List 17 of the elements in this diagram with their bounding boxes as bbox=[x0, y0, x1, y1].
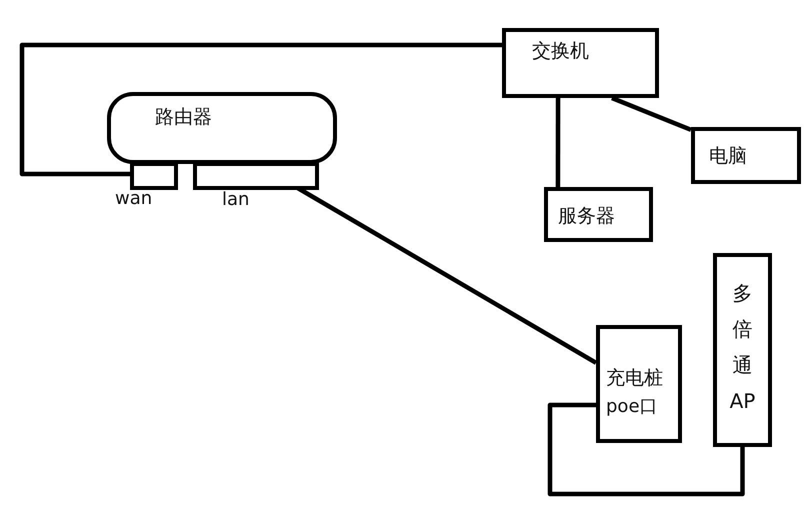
port-label: poe口 bbox=[606, 394, 658, 418]
device-label: 多倍通AP bbox=[728, 280, 756, 415]
device-box bbox=[596, 325, 682, 443]
device-box bbox=[544, 187, 653, 242]
device-box bbox=[502, 28, 659, 98]
device-box bbox=[691, 127, 801, 184]
router-shape bbox=[107, 92, 337, 164]
device-label: 充电桩 bbox=[606, 367, 663, 390]
device-label: 路由器 bbox=[155, 106, 212, 129]
port-caption: lan bbox=[222, 189, 250, 210]
device-label: 服务器 bbox=[558, 205, 615, 228]
port-box bbox=[193, 162, 319, 190]
port-caption: wan bbox=[115, 188, 152, 209]
device-label: 电脑 bbox=[709, 145, 747, 168]
device-label: 交换机 bbox=[532, 40, 589, 63]
port-box bbox=[130, 162, 178, 190]
device-box bbox=[713, 253, 772, 447]
